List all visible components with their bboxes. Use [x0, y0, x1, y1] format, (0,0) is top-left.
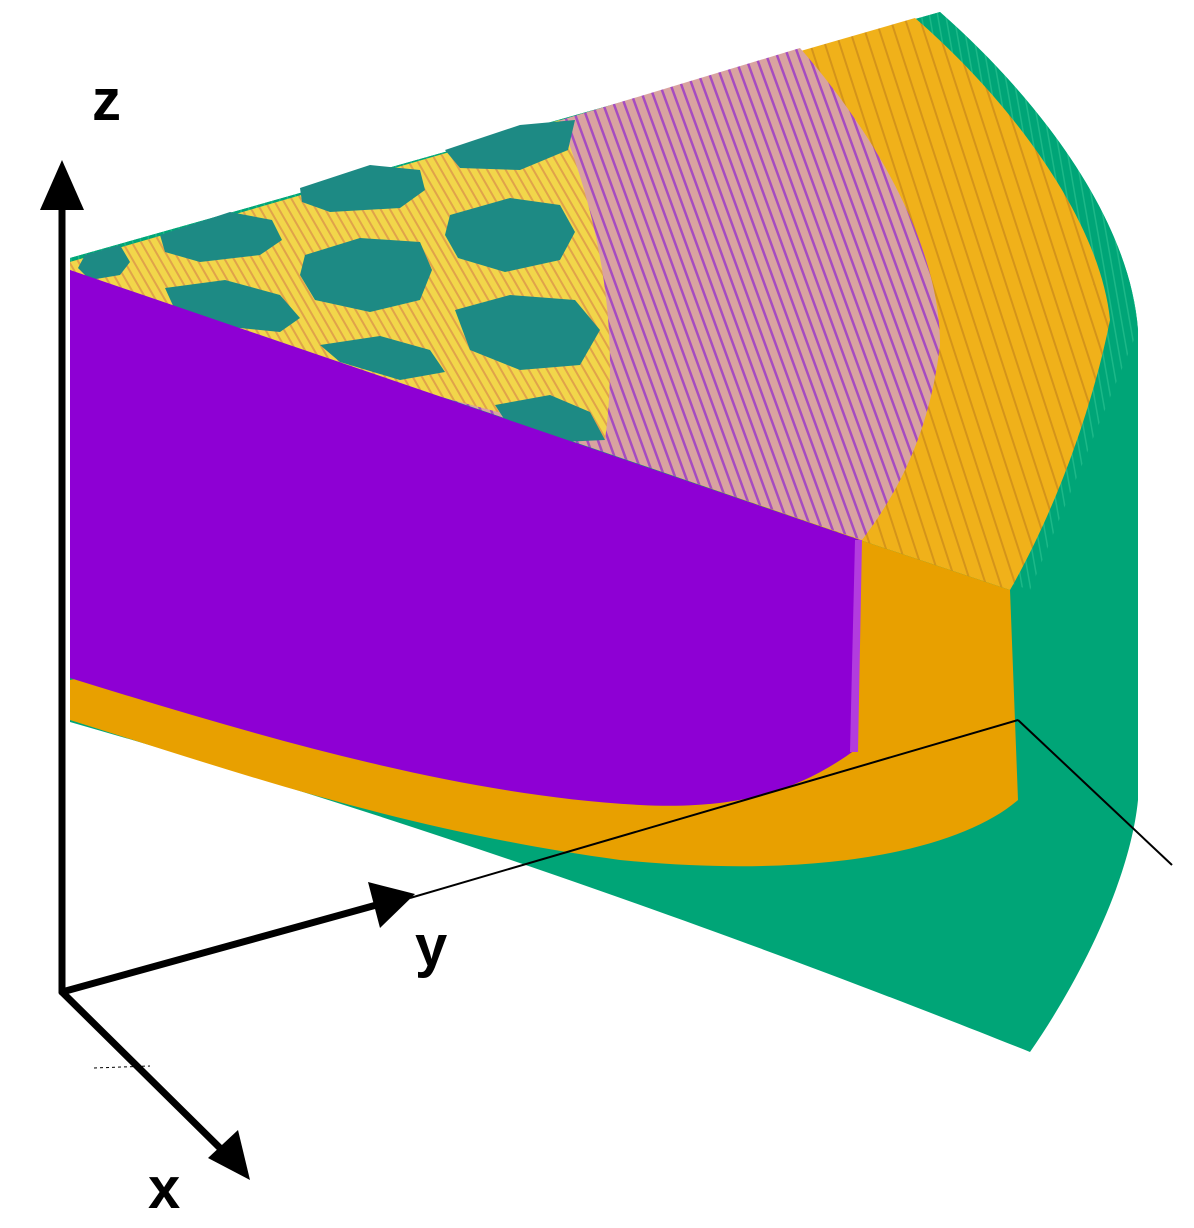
- model-axes: [409, 719, 1173, 899]
- fuel-pin: [160, 212, 282, 262]
- fuel-pin: [445, 198, 575, 272]
- fuel-pin: [300, 238, 432, 312]
- axis-y-arrowhead: [368, 882, 415, 928]
- axis-y-line: [58, 900, 384, 996]
- axis-arrowheads: [40, 160, 415, 1180]
- axis-label-z: z: [92, 68, 121, 133]
- axis-x-arrowhead: [208, 1130, 250, 1180]
- core-front: [70, 270, 860, 806]
- axis-x-line: [58, 988, 226, 1154]
- coordinate-axes: [58, 196, 384, 1154]
- core-front-edge: [850, 540, 862, 752]
- fuel-pin: [455, 295, 600, 370]
- fuel-pin: [78, 245, 130, 280]
- model-axis-x: [1017, 719, 1173, 866]
- fuel-pin: [320, 336, 445, 380]
- fuel-pin: [165, 280, 300, 332]
- model-axis-y: [409, 719, 1019, 899]
- fuel-pin: [300, 165, 425, 212]
- axis-z-arrowhead: [40, 160, 84, 210]
- fuel-pins: [78, 120, 605, 442]
- axis-label-x: x: [148, 1156, 181, 1221]
- axis-label-y: y: [415, 914, 448, 979]
- fuel-pin: [445, 120, 575, 170]
